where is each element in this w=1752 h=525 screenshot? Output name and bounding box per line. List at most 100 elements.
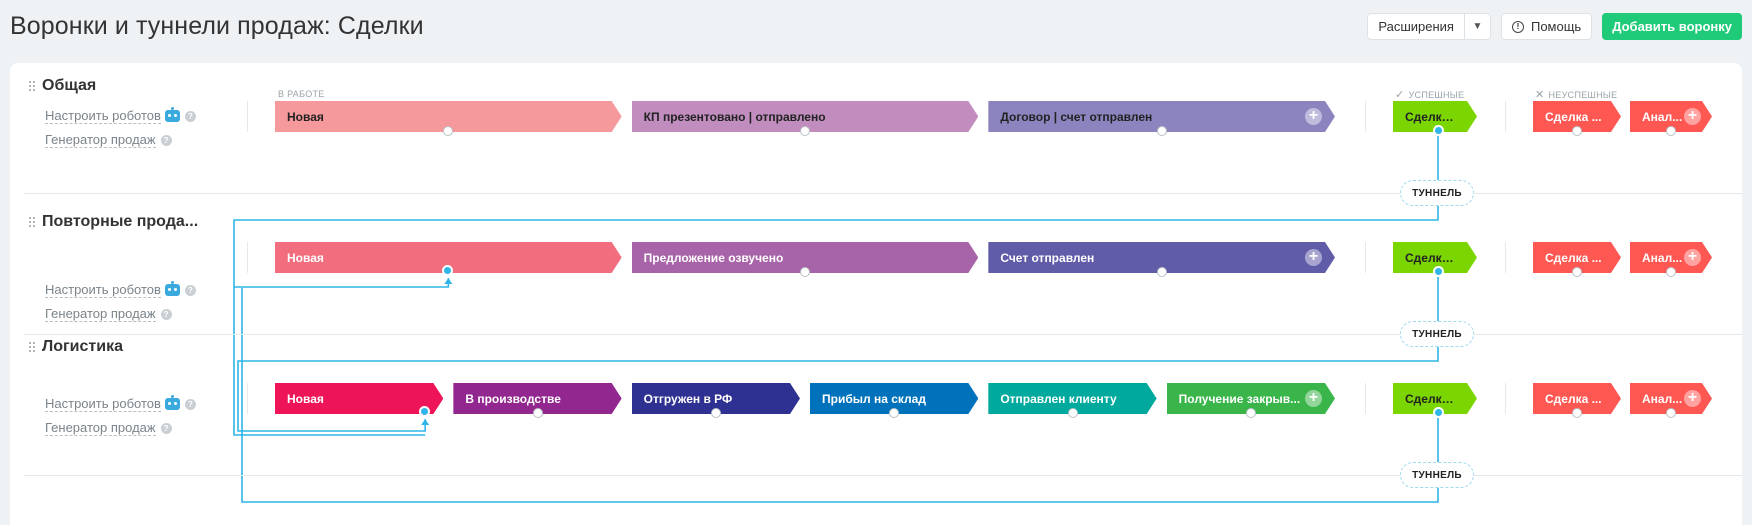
- stage-label: Сделка ...: [1545, 109, 1602, 124]
- sales-generator-label: Генератор продаж: [45, 132, 156, 148]
- stage-label: Сделка ...: [1545, 250, 1602, 265]
- stage-label: Сделка ...: [1405, 109, 1459, 124]
- stage-label: Сделка ...: [1405, 250, 1459, 265]
- funnel-header: Общая: [28, 77, 96, 95]
- robot-icon: [164, 281, 180, 296]
- stage-label: Анал...: [1642, 250, 1683, 265]
- stage-connector-dot[interactable]: [1067, 408, 1078, 418]
- stage-label: Получение закрыв...: [1178, 391, 1301, 406]
- help-button[interactable]: ! Помощь: [1500, 13, 1593, 40]
- setup-robots-link[interactable]: Настроить роботов?: [45, 107, 196, 124]
- setup-robots-link[interactable]: Настроить роботов?: [45, 281, 196, 298]
- column-label-text: В РАБОТЕ: [278, 89, 325, 99]
- success-connector-dot[interactable]: [1433, 266, 1444, 277]
- fail-connector-dot[interactable]: [1666, 408, 1676, 418]
- stage-connector-dot[interactable]: [710, 408, 721, 418]
- funnel-name[interactable]: Логистика: [42, 338, 123, 355]
- stage[interactable]: Новая: [275, 383, 443, 414]
- column-divider: [1365, 383, 1366, 414]
- question-icon[interactable]: ?: [160, 308, 172, 320]
- stage-connector-dot[interactable]: [800, 267, 810, 277]
- fail-connector-dot[interactable]: [1572, 126, 1582, 136]
- drag-handle-icon[interactable]: [28, 80, 36, 92]
- stage-label: Счет отправлен: [1000, 250, 1095, 265]
- extensions-label: Расширения: [1378, 19, 1454, 34]
- stage-label: Прибыл на склад: [822, 391, 926, 406]
- column-divider: [1365, 242, 1366, 273]
- row-separator: [24, 334, 1742, 335]
- stage-label: Новая: [287, 250, 324, 265]
- check-icon: ✓: [1395, 89, 1405, 101]
- stage-label: Анал...: [1642, 391, 1683, 406]
- sales-generator-link[interactable]: Генератор продаж?: [45, 306, 172, 322]
- plus-icon[interactable]: +: [1684, 108, 1701, 125]
- plus-icon[interactable]: +: [1684, 249, 1701, 266]
- setup-robots-label: Настроить роботов: [45, 396, 161, 412]
- plus-icon[interactable]: +: [1684, 390, 1701, 407]
- sales-generator-label: Генератор продаж: [45, 420, 156, 436]
- stage-label: Сделка ...: [1405, 391, 1459, 406]
- question-icon[interactable]: ?: [184, 398, 196, 410]
- column-label-in-work: В РАБОТЕ: [278, 89, 325, 99]
- stage-label: Отправлен клиенту: [1000, 391, 1117, 406]
- funnel-name[interactable]: Повторные прода...: [42, 213, 199, 230]
- arrow-up-icon: [421, 419, 430, 425]
- fail-connector-dot[interactable]: [1572, 408, 1582, 418]
- stage-label: Отгружен в РФ: [643, 391, 733, 406]
- column-divider: [247, 242, 248, 273]
- help-label: Помощь: [1530, 19, 1582, 34]
- question-icon[interactable]: ?: [184, 110, 196, 122]
- setup-robots-label: Настроить роботов: [45, 108, 161, 124]
- stage-connector-dot[interactable]: [419, 406, 431, 417]
- question-icon[interactable]: ?: [184, 284, 196, 296]
- chevron-down-icon[interactable]: ▼: [1463, 14, 1490, 39]
- funnel-name[interactable]: Общая: [42, 77, 97, 94]
- sales-generator-link[interactable]: Генератор продаж?: [45, 420, 172, 436]
- robot-icon: [164, 395, 180, 410]
- tunnel-badge[interactable]: ТУННЕЛЬ: [1400, 321, 1474, 347]
- add-funnel-button[interactable]: Добавить воронку: [1602, 13, 1742, 40]
- sales-generator-link[interactable]: Генератор продаж?: [45, 132, 172, 148]
- question-icon[interactable]: ?: [160, 422, 172, 434]
- tunnel-badge[interactable]: ТУННЕЛЬ: [1400, 462, 1474, 488]
- fail-connector-dot[interactable]: [1572, 267, 1582, 277]
- plus-icon[interactable]: +: [1305, 390, 1322, 407]
- drag-handle-icon[interactable]: [28, 216, 36, 228]
- success-connector-dot[interactable]: [1433, 125, 1444, 136]
- extensions-button[interactable]: Расширения ▼: [1367, 13, 1491, 40]
- plus-icon[interactable]: +: [1305, 108, 1322, 125]
- stage-connector-dot[interactable]: [1156, 126, 1167, 136]
- stage-connector-dot[interactable]: [1156, 267, 1167, 277]
- plus-icon[interactable]: +: [1305, 249, 1322, 266]
- tunnel-connectors: [233, 132, 1439, 503]
- cross-icon: ✕: [1535, 89, 1545, 101]
- stage-connector-dot[interactable]: [532, 408, 543, 418]
- setup-robots-label: Настроить роботов: [45, 282, 161, 298]
- stage-connector-dot[interactable]: [889, 408, 900, 418]
- drag-handle-icon[interactable]: [28, 341, 36, 353]
- question-icon[interactable]: ?: [160, 134, 172, 146]
- stage-connector-dot[interactable]: [800, 126, 810, 136]
- success-connector-dot[interactable]: [1433, 407, 1444, 418]
- stage-label: Новая: [287, 109, 324, 124]
- stage-label: Предложение озвучено: [643, 250, 784, 265]
- fail-connector-dot[interactable]: [1666, 126, 1676, 136]
- tunnel-badge[interactable]: ТУННЕЛЬ: [1400, 180, 1474, 206]
- stage-connector-dot[interactable]: [443, 126, 454, 136]
- stage-label: Договор | счет отправлен: [1000, 109, 1153, 124]
- stage-label: Новая: [287, 391, 324, 406]
- top-actions: Расширения ▼ ! Помощь Добавить воронку: [1367, 13, 1742, 40]
- page-title: Воронки и туннели продаж: Сделки: [10, 12, 424, 40]
- stage-label: Анал...: [1642, 109, 1683, 124]
- stage-label: Сделка ...: [1545, 391, 1602, 406]
- fail-connector-dot[interactable]: [1666, 267, 1676, 277]
- arrow-up-icon: [444, 278, 453, 284]
- funnel-header: Логистика: [28, 338, 123, 356]
- setup-robots-link[interactable]: Настроить роботов?: [45, 395, 196, 412]
- robot-icon: [164, 107, 180, 122]
- stage-label: КП презентовано | отправлено: [643, 109, 826, 124]
- row-separator: [24, 475, 1742, 476]
- stage-connector-dot[interactable]: [1245, 408, 1256, 418]
- stage-connector-dot[interactable]: [442, 265, 454, 276]
